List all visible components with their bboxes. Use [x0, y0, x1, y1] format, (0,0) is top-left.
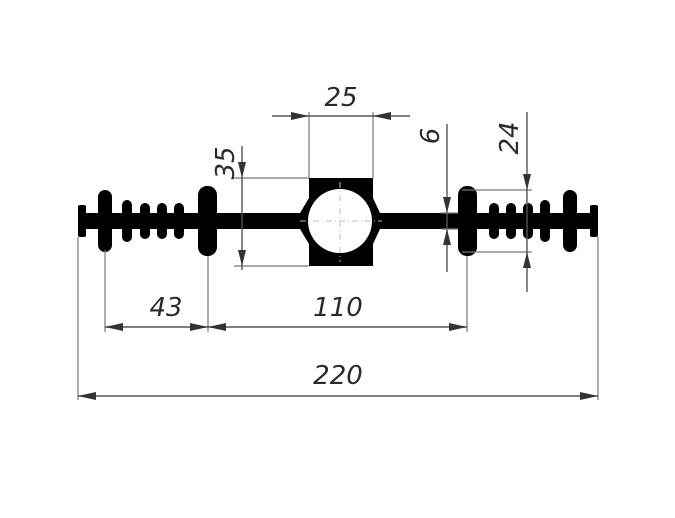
- right-rib-2: [506, 203, 516, 239]
- label-35: 35: [211, 146, 241, 179]
- dimension-rib-height: 24: [462, 112, 532, 292]
- right-rib-3: [523, 203, 533, 239]
- right-rib-4: [540, 200, 550, 242]
- profile-cross-section: [78, 178, 598, 266]
- dimension-segments: 43 110: [104, 250, 468, 332]
- label-220: 220: [313, 361, 363, 391]
- right-rib-1: [489, 203, 499, 239]
- label-110: 110: [313, 293, 363, 323]
- label-6: 6: [416, 128, 446, 145]
- label-25: 25: [324, 83, 357, 113]
- left-inner-rib: [198, 186, 217, 256]
- dimension-bulb-height: 35: [211, 146, 309, 270]
- label-43: 43: [149, 293, 182, 323]
- dimension-overall: 220: [77, 237, 599, 400]
- left-rib-4: [174, 203, 184, 239]
- dimension-bulb-width: 25: [272, 83, 410, 178]
- left-rib-1: [122, 200, 132, 242]
- left-end-cap: [78, 205, 86, 237]
- left-outer-rib: [98, 190, 112, 252]
- left-rib-3: [157, 203, 167, 239]
- left-rib-2: [140, 203, 150, 239]
- right-end-cap: [590, 205, 598, 237]
- right-outer-rib: [563, 190, 577, 252]
- dimension-web-thickness: 6: [416, 124, 458, 272]
- right-inner-rib: [458, 186, 477, 256]
- label-24: 24: [495, 121, 525, 154]
